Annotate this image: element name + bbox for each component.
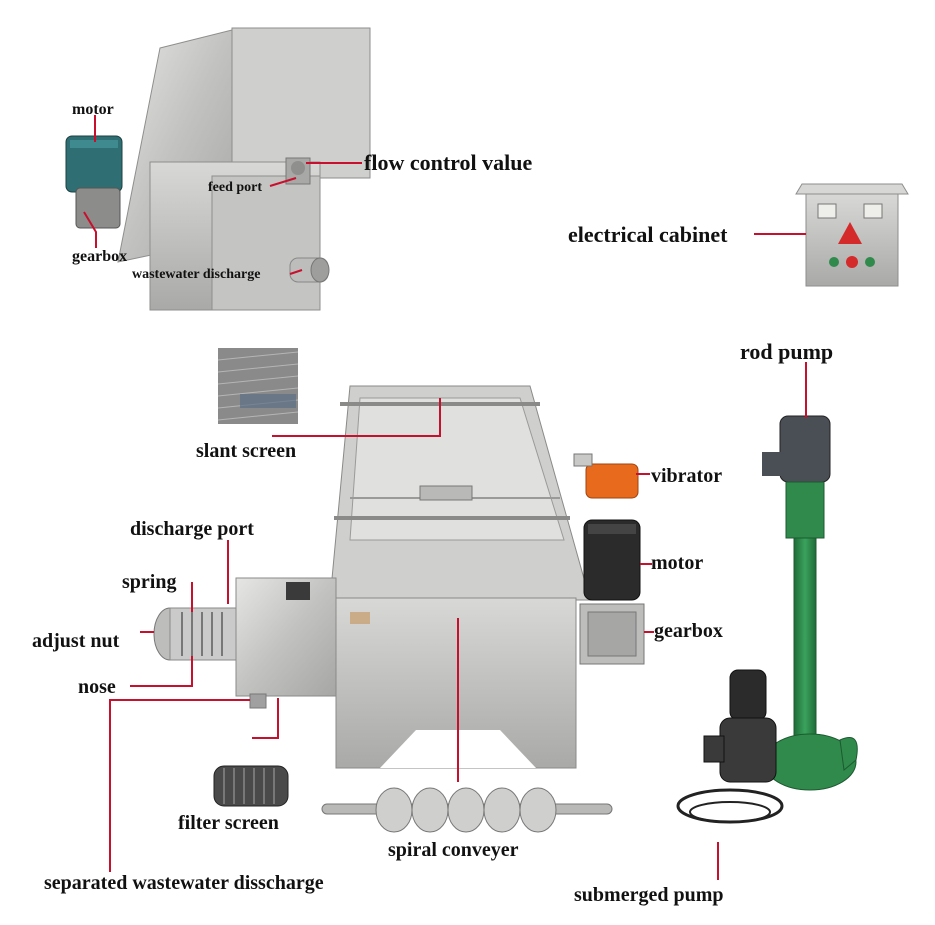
label-gearbox-main: gearbox <box>654 620 723 642</box>
label-adjust-nut: adjust nut <box>32 630 120 652</box>
label-feed-port: feed port <box>208 180 263 195</box>
label-spring: spring <box>122 571 177 593</box>
label-electrical-cabinet: electrical cabinet <box>568 222 728 247</box>
leader-lines <box>83 115 807 880</box>
vibrator-unit <box>573 453 639 499</box>
top-motor <box>65 135 123 229</box>
top-separator-unit <box>117 27 371 311</box>
submerged-pump-part <box>676 669 784 824</box>
label-gearbox-top: gearbox <box>72 248 128 265</box>
label-discharge-port: discharge port <box>130 518 254 540</box>
label-motor-top: motor <box>72 101 114 118</box>
label-rod-pump: rod pump <box>740 339 834 364</box>
electrical-cabinet <box>795 183 909 287</box>
label-flow-control: flow control value <box>364 150 533 175</box>
label-spiral-conveyer: spiral conveyer <box>388 839 519 861</box>
label-submerged-pump: submerged pump <box>574 884 724 906</box>
label-separated-discharge: separated wastewater disscharge <box>44 872 324 894</box>
label-motor-main: motor <box>651 552 704 574</box>
label-nose: nose <box>78 676 116 698</box>
discharge-housing <box>235 577 337 709</box>
slant-screen-photo <box>217 348 299 424</box>
main-separator-body <box>329 385 591 769</box>
screw-press-assembly <box>153 607 237 661</box>
label-slant-screen: slant screen <box>196 440 297 462</box>
label-vibrator: vibrator <box>651 465 723 487</box>
main-motor-gearbox <box>579 519 645 665</box>
filter-screen-part <box>213 765 289 807</box>
spiral-conveyer-part <box>321 787 613 833</box>
label-wastewater-discharge: wastewater discharge <box>132 267 261 282</box>
label-filter-screen: filter screen <box>178 812 279 834</box>
